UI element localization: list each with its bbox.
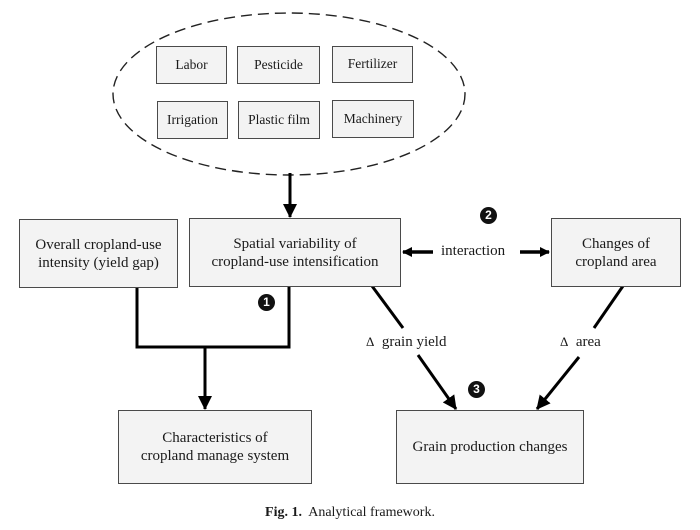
label-area: Δ area <box>560 334 601 351</box>
input-irrigation: Irrigation <box>157 101 228 139</box>
bracket-connector <box>135 286 291 349</box>
delta-icon: Δ <box>560 334 569 349</box>
badge-1: 1 <box>258 294 275 311</box>
delta-icon: Δ <box>366 334 375 349</box>
input-pesticide: Pesticide <box>237 46 320 84</box>
node-text: Characteristics of <box>162 430 268 446</box>
node-text: Grain production changes <box>412 439 568 455</box>
input-plastic-film: Plastic film <box>238 101 320 139</box>
arrow-grain-yield <box>416 354 458 410</box>
input-label: Labor <box>175 56 208 72</box>
node-text: cropland-use intensification <box>211 253 379 270</box>
node-text: cropland area <box>575 253 657 270</box>
arrow-area <box>535 356 581 410</box>
line-spatial-to-label <box>370 285 405 329</box>
node-text: cropland manage system <box>140 448 290 464</box>
node-text: Changes of <box>582 235 650 252</box>
node-grain-production: Grain production changes <box>396 410 584 484</box>
area-text: area <box>575 334 601 350</box>
figure-caption: Fig. 1. Analytical framework. <box>0 505 700 521</box>
input-label: Fertilizer <box>347 56 398 72</box>
label-grain-yield: Δ grain yield <box>366 334 446 351</box>
line-area-to-label <box>592 285 625 329</box>
input-label: Irrigation <box>167 111 218 127</box>
label-interaction: interaction <box>441 243 506 259</box>
node-characteristics: Characteristics of cropland manage system <box>118 410 312 484</box>
grain-yield-text: grain yield <box>381 334 447 350</box>
input-machinery: Machinery <box>332 100 414 138</box>
node-text: intensity (yield gap) <box>38 254 159 271</box>
node-text: Spatial variability of <box>233 235 357 252</box>
input-label: Pesticide <box>254 56 303 72</box>
badge-3: 3 <box>468 381 485 398</box>
input-label: Plastic film <box>248 111 310 127</box>
input-fertilizer: Fertilizer <box>332 46 413 83</box>
caption-text: Analytical framework. <box>308 505 435 520</box>
input-label: Machinery <box>343 110 403 126</box>
node-text: Overall cropland-use <box>35 236 162 253</box>
badge-2: 2 <box>480 207 497 224</box>
input-labor: Labor <box>156 46 227 84</box>
inputs-ellipse <box>112 12 466 176</box>
caption-prefix: Fig. 1. <box>265 505 302 520</box>
